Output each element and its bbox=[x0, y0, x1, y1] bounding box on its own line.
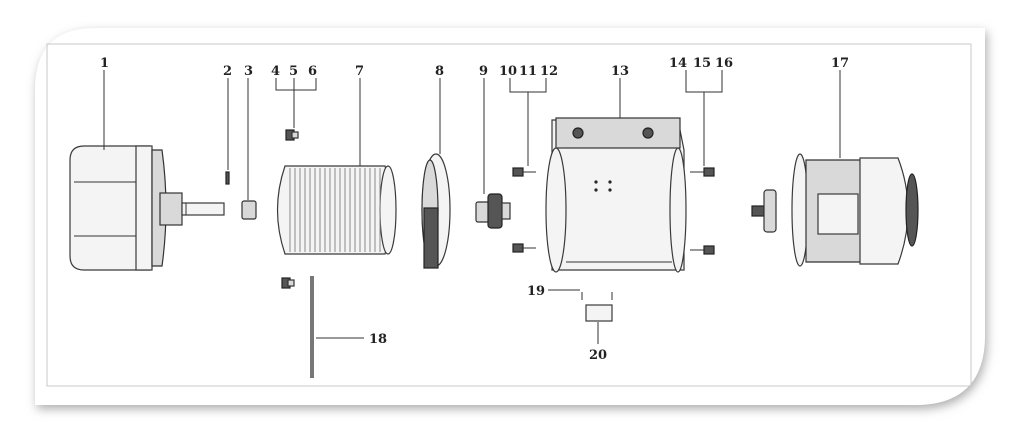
label-part-13: 13 bbox=[611, 64, 629, 79]
label-part-11: 11 bbox=[519, 64, 537, 79]
label-part-15: 15 bbox=[693, 56, 711, 71]
part-number-labels: 1 2 3 4 5 6 7 8 9 10 11 12 13 14 15 16 1… bbox=[100, 56, 849, 363]
label-part-2: 2 bbox=[223, 64, 232, 79]
part-8-drum-flange bbox=[421, 153, 451, 269]
label-part-3: 3 bbox=[244, 64, 253, 79]
label-part-10: 10 bbox=[499, 64, 517, 79]
part-19-screws bbox=[581, 292, 613, 300]
part-9-coupling bbox=[475, 193, 511, 229]
part-3-sleeve bbox=[241, 200, 257, 220]
label-part-7: 7 bbox=[355, 64, 364, 79]
part-2-key bbox=[225, 171, 230, 185]
label-part-19: 19 bbox=[527, 284, 545, 299]
label-part-6: 6 bbox=[308, 64, 317, 79]
label-part-4: 4 bbox=[271, 64, 280, 79]
label-part-18: 18 bbox=[369, 332, 387, 347]
parts-14-15-16-bolts bbox=[690, 167, 715, 255]
part-17-electric-motor bbox=[751, 153, 919, 267]
label-part-1: 1 bbox=[100, 56, 109, 71]
inner-border bbox=[46, 43, 972, 387]
label-part-16: 16 bbox=[715, 56, 733, 71]
parts-4-5-6-fasteners bbox=[281, 129, 299, 289]
label-part-20: 20 bbox=[589, 348, 607, 363]
parts-10-11-12-bolts bbox=[512, 167, 536, 253]
label-part-9: 9 bbox=[479, 64, 488, 79]
label-part-14: 14 bbox=[669, 56, 687, 71]
leader-lines bbox=[103, 70, 841, 344]
part-1-gearbox-housing bbox=[69, 145, 225, 271]
label-part-5: 5 bbox=[289, 64, 298, 79]
part-13-frame bbox=[545, 117, 687, 273]
label-part-17: 17 bbox=[831, 56, 849, 71]
label-part-8: 8 bbox=[435, 64, 444, 79]
part-20-junction-box bbox=[585, 304, 613, 322]
label-part-12: 12 bbox=[540, 64, 558, 79]
part-7-winch-drum bbox=[276, 165, 397, 255]
part-18-wire-rope bbox=[310, 276, 314, 378]
